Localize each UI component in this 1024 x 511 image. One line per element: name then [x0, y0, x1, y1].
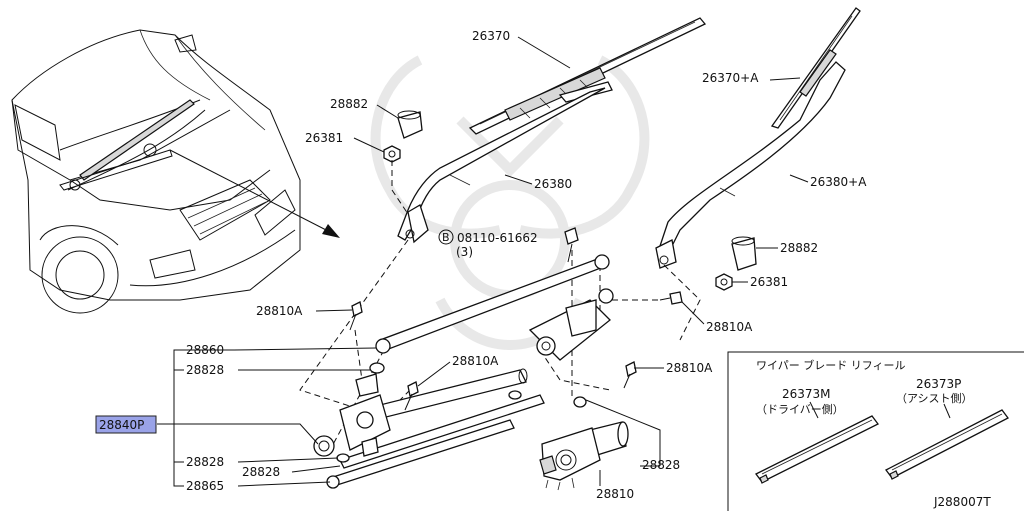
wiper-linkage — [313, 254, 614, 489]
label-26381-right: 26381 — [750, 275, 788, 289]
wiper-motor — [539, 421, 629, 491]
label-bolt-qty: (3) — [456, 245, 473, 259]
label-28865: 28865 — [186, 479, 224, 493]
wiper-blade-assist — [770, 7, 861, 129]
pivot-cap-right — [731, 236, 757, 271]
label-28828-d: 28828 — [642, 458, 680, 472]
label-28882-top: 28882 — [330, 97, 368, 111]
refill-assist-part: 26373P — [916, 377, 961, 391]
label-26380: 26380 — [534, 177, 572, 191]
refill-strip-assist — [885, 409, 1009, 480]
label-28810: 28810 — [596, 487, 634, 501]
diagram-code: J288007T — [933, 495, 991, 509]
pivot-cap-top — [397, 110, 423, 139]
label-28810a-right: 28810A — [706, 320, 753, 334]
label-bolt-circle: B — [442, 231, 450, 244]
label-28828-b: 28828 — [186, 455, 224, 469]
highlight-28840p — [95, 415, 157, 434]
refill-driver-part: 26373M — [782, 387, 831, 401]
wiper-arm-driver — [397, 87, 606, 244]
label-bolt-part: 08110-61662 — [457, 231, 538, 245]
bolt-left — [349, 301, 363, 331]
bolt-mid — [404, 381, 419, 411]
label-26370a: 26370+A — [702, 71, 759, 85]
bolt-symbol-circle — [438, 229, 454, 245]
part-labels: 26370 26370+A 28882 26381 26380 26380+A … — [95, 29, 867, 501]
wiper-arm-assist — [655, 61, 846, 269]
nut-right — [715, 273, 733, 291]
label-28860: 28860 — [186, 343, 224, 357]
bolt-far-right — [659, 291, 683, 305]
label-28828-a: 28828 — [186, 363, 224, 377]
label-28810a-far: 28810A — [666, 361, 713, 375]
refill-assist-side: （アシスト側） — [896, 392, 973, 405]
nut-top — [383, 145, 401, 163]
refill-driver-side: （ドライバー側） — [756, 403, 844, 416]
refill-strip-driver — [755, 415, 879, 484]
label-28828-c: 28828 — [242, 465, 280, 479]
refill-inset: ワイパー ブレード リフィール 26373M （ドライバー側） 26373P （… — [727, 351, 1024, 511]
vehicle-illustration — [11, 29, 301, 314]
leader-lines — [157, 36, 809, 487]
label-28810a-left: 28810A — [256, 304, 303, 318]
bolt-right — [623, 361, 637, 389]
bolt-08110 — [564, 227, 579, 263]
pointer-arrow — [169, 149, 340, 238]
label-28810a-mid: 28810A — [452, 354, 499, 368]
label-28840p[interactable]: 28840P — [99, 418, 144, 432]
wiper-blade-driver — [468, 17, 707, 135]
refill-title: ワイパー ブレード リフィール — [756, 358, 906, 372]
label-26380a: 26380+A — [810, 175, 867, 189]
label-28882-right: 28882 — [780, 241, 818, 255]
label-26370: 26370 — [472, 29, 510, 43]
label-26381-top: 26381 — [305, 131, 343, 145]
